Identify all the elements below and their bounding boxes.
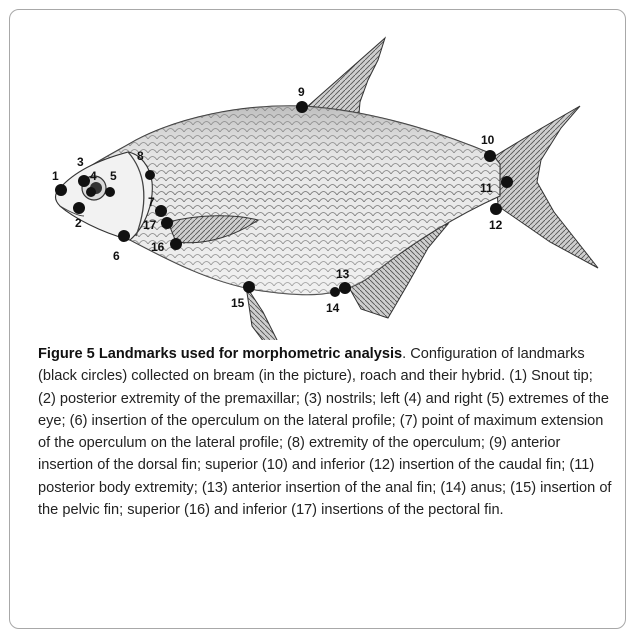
landmark-dot-6 (118, 230, 130, 242)
landmark-dot-17 (161, 217, 173, 229)
landmark-dot-4 (86, 187, 96, 197)
fish-illustration: 1 2 3 4 5 6 7 8 9 10 11 12 13 14 15 16 1… (40, 20, 600, 340)
landmark-label-15: 15 (231, 296, 245, 310)
landmark-dot-11 (501, 176, 513, 188)
landmark-dot-5 (105, 187, 115, 197)
landmark-dot-2 (73, 202, 85, 214)
landmark-label-9: 9 (298, 85, 305, 99)
landmark-label-16: 16 (151, 240, 165, 254)
landmark-dot-9 (296, 101, 308, 113)
landmark-dot-16 (170, 238, 182, 250)
landmark-label-8: 8 (137, 149, 144, 163)
landmark-label-10: 10 (481, 133, 495, 147)
landmark-label-14: 14 (326, 301, 340, 315)
landmark-label-4: 4 (90, 169, 97, 183)
figure-caption: Figure 5 Landmarks used for morphometric… (38, 343, 612, 521)
landmark-label-3: 3 (77, 155, 84, 169)
landmark-dot-14 (330, 287, 340, 297)
caption-body: . Configuration of landmarks (black circ… (38, 346, 612, 518)
landmark-dot-15 (243, 281, 255, 293)
landmark-label-1: 1 (52, 169, 59, 183)
landmark-dot-12 (490, 203, 502, 215)
landmark-label-17: 17 (143, 218, 157, 232)
landmark-dot-8 (145, 170, 155, 180)
landmark-dot-3 (78, 175, 90, 187)
fish-figure: 1 2 3 4 5 6 7 8 9 10 11 12 13 14 15 16 1… (40, 20, 600, 340)
landmark-label-7: 7 (148, 195, 155, 209)
landmark-label-12: 12 (489, 218, 503, 232)
pelvic-fin (246, 286, 283, 340)
landmark-dot-13 (339, 282, 351, 294)
fish-head (56, 152, 153, 240)
landmark-label-11: 11 (480, 181, 493, 195)
landmark-label-5: 5 (110, 169, 117, 183)
figure-panel: 1 2 3 4 5 6 7 8 9 10 11 12 13 14 15 16 1… (9, 9, 626, 629)
landmark-dot-10 (484, 150, 496, 162)
caption-title: Figure 5 Landmarks used for morphometric… (38, 346, 402, 362)
landmark-label-2: 2 (75, 216, 82, 230)
landmark-label-13: 13 (336, 267, 350, 281)
landmark-dot-1 (55, 184, 67, 196)
landmark-dot-7 (155, 205, 167, 217)
landmark-label-6: 6 (113, 249, 120, 263)
caudal-fin (495, 106, 598, 268)
